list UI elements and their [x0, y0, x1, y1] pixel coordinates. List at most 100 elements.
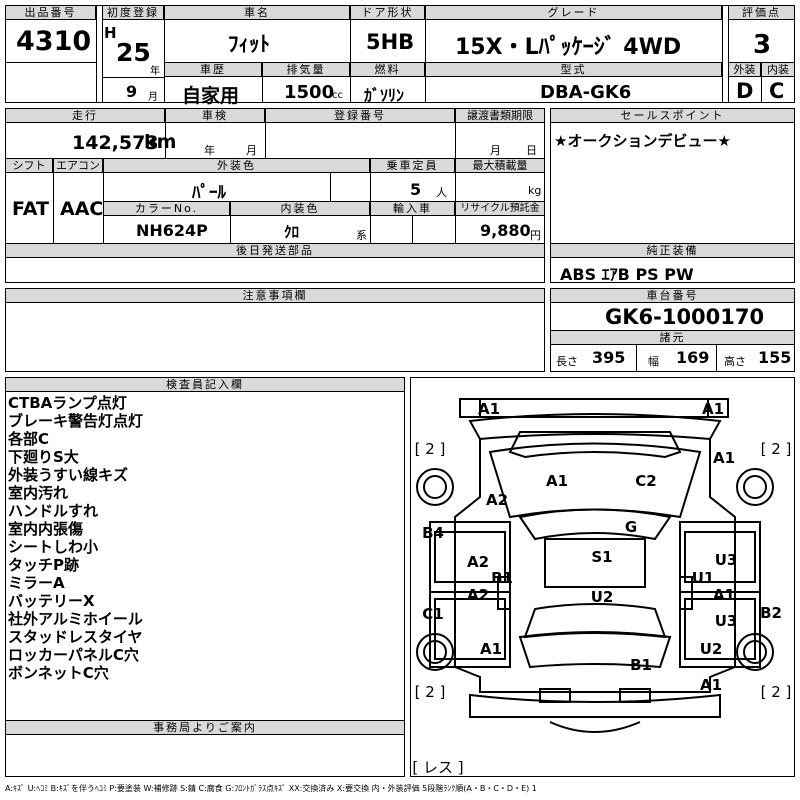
chassis-value: GK6-1000170: [605, 305, 765, 329]
tire-mark-front-left: [ 2 ]: [414, 440, 446, 458]
displacement-unit: cc: [332, 90, 343, 101]
grade-label: グレード: [425, 5, 722, 20]
inspector-label: 検査員記入欄: [5, 377, 405, 392]
equipment-label: 純正装備: [550, 243, 795, 258]
mileage-value: 142,573: [72, 132, 159, 154]
inspector-note: ロッカーパネルC穴: [8, 646, 139, 664]
displacement-label: 排気量: [262, 62, 350, 77]
import-label: 輸入車: [370, 201, 455, 216]
car-diagram-box: [410, 377, 795, 777]
damage-mark: A1: [699, 676, 723, 694]
interior-color-label: 内装色: [230, 201, 370, 216]
tire-mark-rear-right: [ 2 ]: [760, 683, 792, 701]
transfer-month-unit: 月: [490, 144, 501, 157]
chassis-label: 車台番号: [550, 288, 795, 303]
length-value: 395: [592, 348, 626, 367]
interior-color-value: ｸﾛ: [284, 223, 300, 241]
damage-mark: C1: [422, 605, 444, 623]
damage-mark: A2: [466, 586, 490, 604]
damage-mark: A1: [712, 449, 736, 467]
door-label: ドア形状: [350, 5, 425, 20]
car-name-label: 車名: [164, 5, 350, 20]
mileage-label: 走行: [5, 108, 165, 123]
damage-mark: S1: [591, 548, 613, 566]
month-unit: 月: [148, 92, 158, 103]
damage-mark: A1: [701, 400, 725, 418]
inspector-note: 室内汚れ: [8, 484, 69, 502]
fuel-value: ｶﾞｿﾘﾝ: [364, 86, 405, 105]
max-load-unit: kg: [528, 184, 542, 197]
damage-mark: B1: [491, 569, 513, 587]
inspection-label: 車検: [165, 108, 265, 123]
specs-label: 諸元: [550, 330, 795, 345]
damage-mark: B2: [760, 604, 782, 622]
year-unit: 年: [150, 66, 160, 77]
inspector-note: ミラーA: [8, 574, 65, 592]
inspector-note: 社外アルミホイール: [8, 610, 143, 628]
inspector-box: [5, 377, 405, 777]
inspector-note: 室内内張傷: [8, 520, 84, 538]
inspection-year-unit: 年: [204, 144, 215, 157]
door-value: 5HB: [366, 30, 415, 54]
damage-mark: B4: [422, 524, 444, 542]
damage-mark: U1: [691, 569, 715, 587]
later-parts-label: 後日発送部品: [5, 243, 545, 258]
first-registration-month: 9: [126, 82, 138, 101]
model-value: DBA-GK6: [540, 82, 632, 103]
damage-mark: C2: [635, 472, 657, 490]
car-name-value: ﾌｨｯﾄ: [228, 32, 270, 56]
interior-score-label: 内装: [761, 62, 795, 77]
exterior-score-label: 外装: [728, 62, 761, 77]
aircon-label: エアコン: [53, 158, 103, 173]
damage-mark: A1: [712, 586, 736, 604]
office-label: 事務局よりご案内: [5, 720, 405, 735]
width-value: 169: [676, 348, 710, 367]
exterior-color-value: ﾊﾟｰﾙ: [192, 183, 226, 203]
width-label: 幅: [648, 355, 659, 368]
inspector-note: 外装うすい線キズ: [8, 466, 129, 484]
spare-tire-mark: [ レス ]: [412, 758, 464, 777]
color-number-value: NH624P: [136, 221, 208, 240]
lot-number-label: 出品番号: [5, 5, 96, 20]
inspector-note: シートしわ小: [8, 538, 99, 556]
damage-mark: U2: [699, 640, 723, 658]
damage-mark: U3: [714, 551, 738, 569]
inspection-month-unit: 月: [246, 144, 257, 157]
shift-label: シフト: [5, 158, 53, 173]
inspector-note: タッチP跡: [8, 556, 79, 574]
first-registration-era: H: [104, 24, 117, 42]
transfer-day-unit: 日: [526, 144, 537, 157]
recycle-unit: 円: [530, 229, 541, 242]
fuel-label: 燃料: [350, 62, 425, 77]
color-number-label: カラーNo.: [103, 201, 230, 216]
exterior-color-label: 外装色: [103, 158, 370, 173]
first-registration-year: 25: [116, 38, 151, 67]
caution-label: 注意事項欄: [5, 288, 545, 303]
registration-label: 登録番号: [265, 108, 455, 123]
exterior-score-value: D: [736, 79, 754, 103]
model-label: 型式: [425, 62, 722, 77]
tire-mark-rear-left: [ 2 ]: [414, 683, 446, 701]
equipment-value: ABS ｴｱB PS PW: [560, 265, 694, 284]
height-label: 高さ: [724, 355, 746, 368]
recycle-label: リサイクル預託金: [455, 201, 545, 216]
legend-text: A:ｷｽﾞ U:ﾍｺﾐ B:ｷｽﾞを伴うﾍｺﾐ P:要塗装 W:補修跡 S:錆 …: [5, 784, 537, 793]
history-value: 自家用: [182, 85, 240, 107]
sales-point-value: ★オークションデビュー★: [554, 132, 731, 150]
length-label: 長さ: [556, 355, 578, 368]
inspector-note: バッテリーX: [8, 592, 95, 610]
history-label: 車歴: [164, 62, 262, 77]
recycle-value: 9,880: [480, 221, 531, 240]
capacity-label: 乗車定員: [370, 158, 455, 173]
capacity-value: 5: [410, 180, 422, 199]
inspector-note: スタッドレスタイヤ: [8, 628, 143, 646]
damage-mark: A2: [466, 553, 490, 571]
transfer-label: 譲渡書類期限: [455, 108, 545, 123]
car-diagram: [416, 398, 774, 733]
damage-mark: U3: [714, 612, 738, 630]
score-label: 評価点: [728, 5, 795, 20]
damage-mark: U2: [590, 588, 614, 606]
tire-mark-front-right: [ 2 ]: [760, 440, 792, 458]
inspector-note: 各部C: [8, 430, 50, 448]
damage-mark: A1: [545, 472, 569, 490]
